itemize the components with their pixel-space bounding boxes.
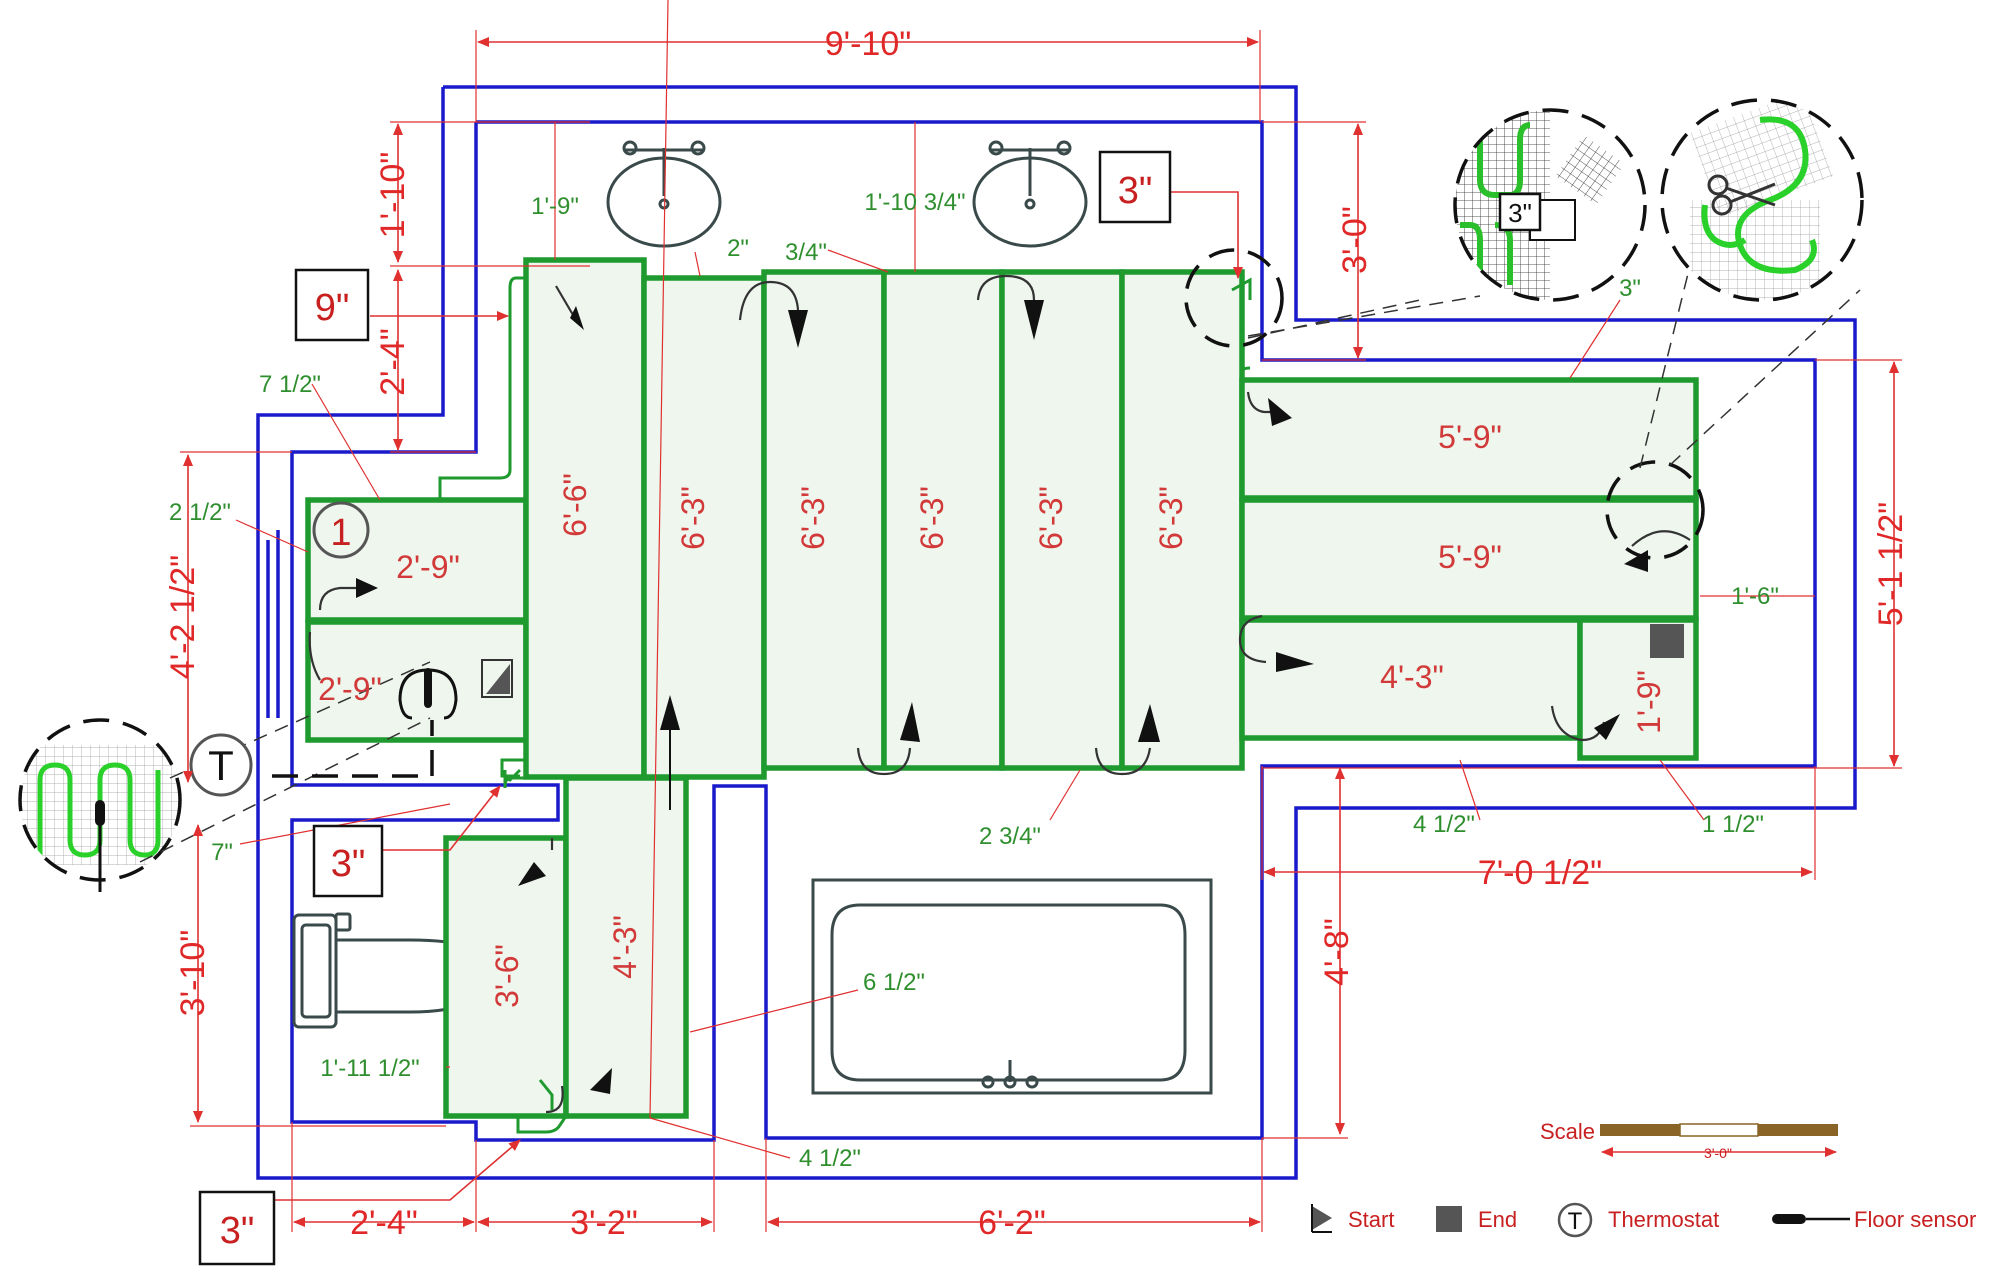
gap-right-3in: 3" (1619, 275, 1641, 302)
dim-bottom-1: 2'-4" (350, 1204, 418, 1242)
mat-strip-1 (523, 257, 647, 780)
mat-label-lower-strip: 4'-3" (607, 915, 643, 979)
box-three-callout: 3" (1508, 198, 1532, 228)
mat-label-strip-5: 6'-3" (1033, 486, 1069, 550)
mat-labels: 2'-9" 2'-9" 6'-6" 6'-3" 6'-3" 6'-3" 6'-3… (318, 419, 1667, 1008)
legend-sensor: Floor sensor (1772, 1207, 1976, 1232)
gap-toilet: 1'-11 1/2" (320, 1055, 419, 1082)
dim-left-upper: 1'-10" (374, 152, 412, 239)
floor-sensor-marker (398, 668, 458, 720)
mat-strip-3 (761, 269, 887, 771)
scissors-icon (1707, 174, 1776, 216)
mat-label-right-top: 5'-9" (1438, 419, 1502, 455)
mat-label-strip-1: 6'-6" (557, 473, 593, 537)
dim-left-tall: 4'-2 1/2" (164, 555, 202, 679)
gap-two-34: 2 3/4" (979, 823, 1041, 850)
svg-text:End: End (1478, 1207, 1517, 1232)
box-three-bottom: 3" (220, 1210, 255, 1252)
box-nine: 9" (315, 287, 350, 329)
mat-right-bottom (1239, 617, 1583, 741)
dim-bottom-3: 6'-2" (978, 1204, 1046, 1242)
mat-label-right-small: 1'-9" (1631, 670, 1667, 734)
gap-four-half-b: 4 1/2" (799, 1145, 861, 1172)
gap-one-half: 1 1/2" (1702, 811, 1764, 838)
mat-label-left-top: 2'-9" (396, 549, 460, 585)
bathtub (811, 878, 1213, 1095)
inch-boxes: 9" 3" 3" 3" 3" (198, 150, 1542, 1266)
mat-label-strip-3: 6'-3" (795, 486, 831, 550)
legend-end: End (1436, 1206, 1517, 1232)
dimension-lines (180, 0, 1902, 1232)
mat-strip-5 (999, 269, 1125, 771)
gap-right-1-6: 1'-6" (1731, 583, 1779, 610)
outer-wall (256, 85, 1857, 1180)
mat-label-right-middle: 5'-9" (1438, 539, 1502, 575)
gap-seven-half: 7 1/2" (259, 371, 321, 398)
legend-start: Start (1311, 1204, 1394, 1233)
legend-thermostat-letter: T (1568, 1208, 1583, 1235)
dim-left-middle: 2'-4" (374, 328, 412, 396)
mat-strip-2 (641, 275, 767, 780)
heating-mats (305, 257, 1699, 1119)
gap-four-half-r: 4 1/2" (1413, 811, 1475, 838)
gap-top-2in: 2" (727, 235, 749, 262)
svg-text:Start: Start (1348, 1207, 1394, 1232)
callout-scissors (1660, 98, 1864, 302)
scale-bar: Scale 3'-0" (1540, 1119, 1838, 1161)
gap-labels: 1'-9" 1'-10 3/4" 2" 3/4" 7 1/2" 2 1/2" 3… (169, 189, 1779, 1172)
dim-right-lower: 4'-8" (1318, 918, 1356, 986)
sink-right (972, 140, 1088, 248)
box-three-left: 3" (331, 843, 366, 885)
svg-text:Thermostat: Thermostat (1608, 1207, 1719, 1232)
mat-label-strip-2: 6'-3" (675, 486, 711, 550)
dim-middle-right: 7'-0 1/2" (1478, 854, 1602, 892)
dim-left-lower: 3'-10" (174, 930, 212, 1017)
dimension-labels: 9'-10" 1'-10" 2'-4" 4'-2 1/2" 3'-10" 3'-… (164, 25, 1910, 1242)
box-three-top: 3" (1118, 170, 1153, 212)
scale-value: 3'-0" (1704, 1145, 1732, 1161)
mat-label-right-bottom: 4'-3" (1380, 659, 1444, 695)
thermostat-letter: T (208, 742, 234, 789)
mat-label-strip-4: 6'-3" (914, 486, 950, 550)
gap-two-half: 2 1/2" (169, 499, 231, 526)
dim-right-tall: 5'-1 1/2" (1872, 502, 1910, 626)
mat-lower-strip (563, 775, 689, 1119)
dim-top-width: 9'-10" (825, 25, 912, 63)
mat-label-left-bottom: 2'-9" (318, 671, 382, 707)
mat-strip-6 (1119, 269, 1245, 771)
scale-label: Scale (1540, 1119, 1595, 1144)
cable-connections (438, 276, 1252, 1134)
dim-bottom-2: 3'-2" (570, 1204, 638, 1242)
svg-text:1: 1 (330, 512, 351, 554)
start-marker: 1 (312, 501, 370, 559)
gap-top-34: 3/4" (785, 239, 827, 266)
legend-thermostat: T Thermostat (1557, 1202, 1719, 1238)
callout-cut (1453, 108, 1647, 302)
gap-sink2: 1'-10 3/4" (864, 189, 965, 216)
gap-seven: 7" (211, 839, 233, 866)
mat-label-strip-6: 6'-3" (1153, 486, 1189, 550)
flow-arrows (308, 274, 1691, 1114)
mat-toilet (443, 835, 569, 1119)
mat-right-top (1239, 377, 1699, 501)
gap-six-half: 6 1/2" (863, 969, 925, 996)
legend: Start End T Thermostat Floor sensor (1311, 1202, 1976, 1238)
callout-sensor (18, 661, 431, 892)
dim-right-upper: 3'-0" (1336, 206, 1374, 274)
end-marker (1650, 624, 1684, 658)
svg-text:Floor sensor: Floor sensor (1854, 1207, 1976, 1232)
gap-sink1: 1'-9" (531, 193, 579, 220)
mat-label-toilet: 3'-6" (489, 944, 525, 1008)
